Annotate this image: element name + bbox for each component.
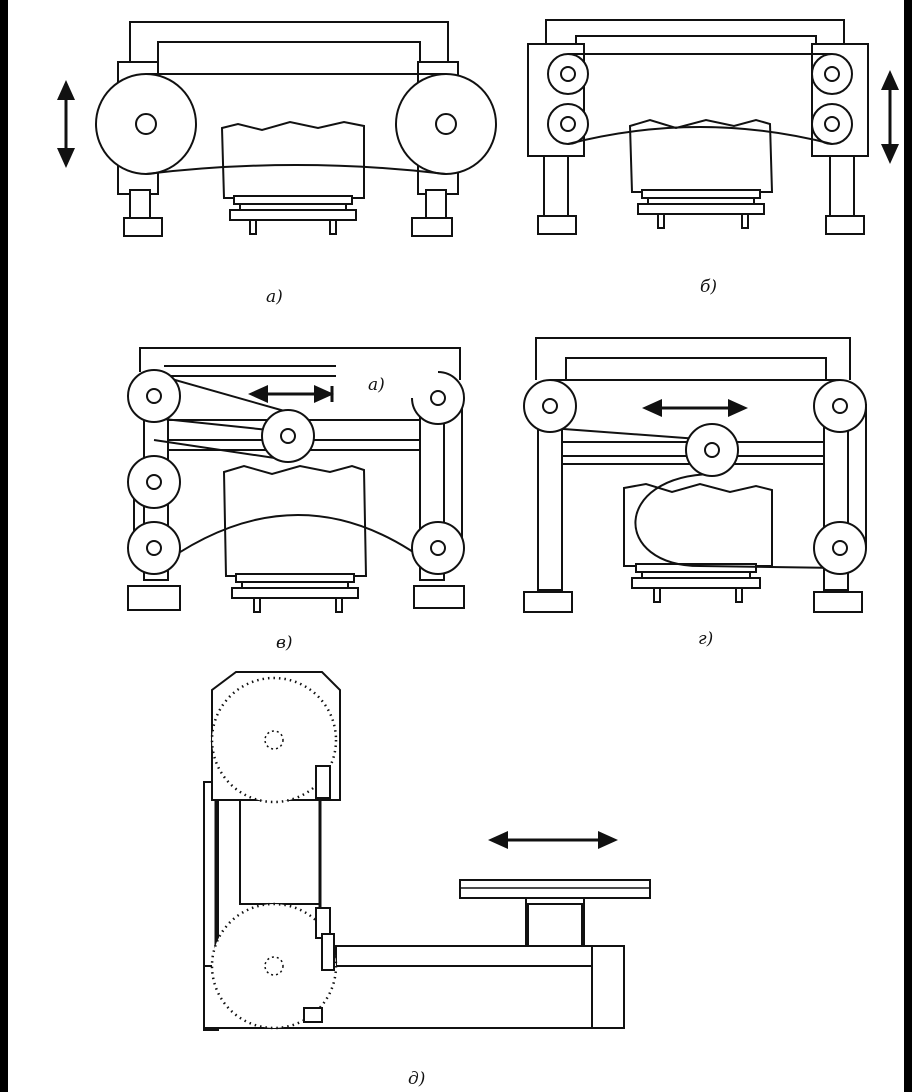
label-v: в) [276,633,293,653]
panel-b: б) [527,19,899,297]
panel-v: а) в) [127,347,465,653]
label-d: д) [408,1069,425,1089]
panel-g: г) [523,337,867,649]
panel-a: а) [57,21,497,307]
label-a-repeat: а) [368,375,385,395]
label-a: а) [266,287,283,307]
panel-d: д) [203,671,651,1089]
label-b: б) [700,277,717,297]
label-g: г) [698,629,713,649]
